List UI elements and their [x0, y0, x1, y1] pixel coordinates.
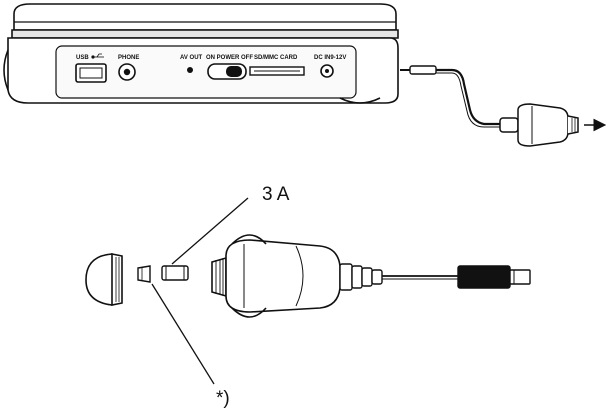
- card-slot: [249, 66, 305, 76]
- fuse: [161, 265, 189, 281]
- phone-jack: [118, 63, 136, 81]
- av-out-label: AV OUT: [180, 55, 203, 61]
- dvd-player: [3, 3, 399, 104]
- callout-lines: [151, 197, 249, 385]
- barrel-plug: [457, 265, 531, 289]
- usb-icon: [91, 53, 104, 59]
- strain-relief: [339, 263, 383, 291]
- plug-body: [211, 234, 341, 318]
- car-adapter-plug-small: [499, 103, 579, 147]
- footnote-label: *): [216, 388, 230, 409]
- dc-in-jack: [320, 64, 334, 78]
- dc-in-label: DC IN9-12V: [314, 55, 346, 61]
- av-out-jack: [187, 67, 193, 73]
- fuse-rating-label: 3 A: [262, 184, 290, 205]
- card-label: SD/MMC CARD: [254, 55, 298, 61]
- end-cap: [85, 253, 123, 306]
- cable: [382, 275, 460, 280]
- usb-label: USB: [76, 55, 89, 61]
- phone-label: PHONE: [118, 55, 139, 61]
- contact-tip: [137, 265, 151, 283]
- usb-port: [75, 63, 107, 83]
- power-switch: [207, 63, 247, 80]
- dc-cable: [400, 65, 502, 128]
- power-label: ON POWER OFF: [206, 55, 253, 61]
